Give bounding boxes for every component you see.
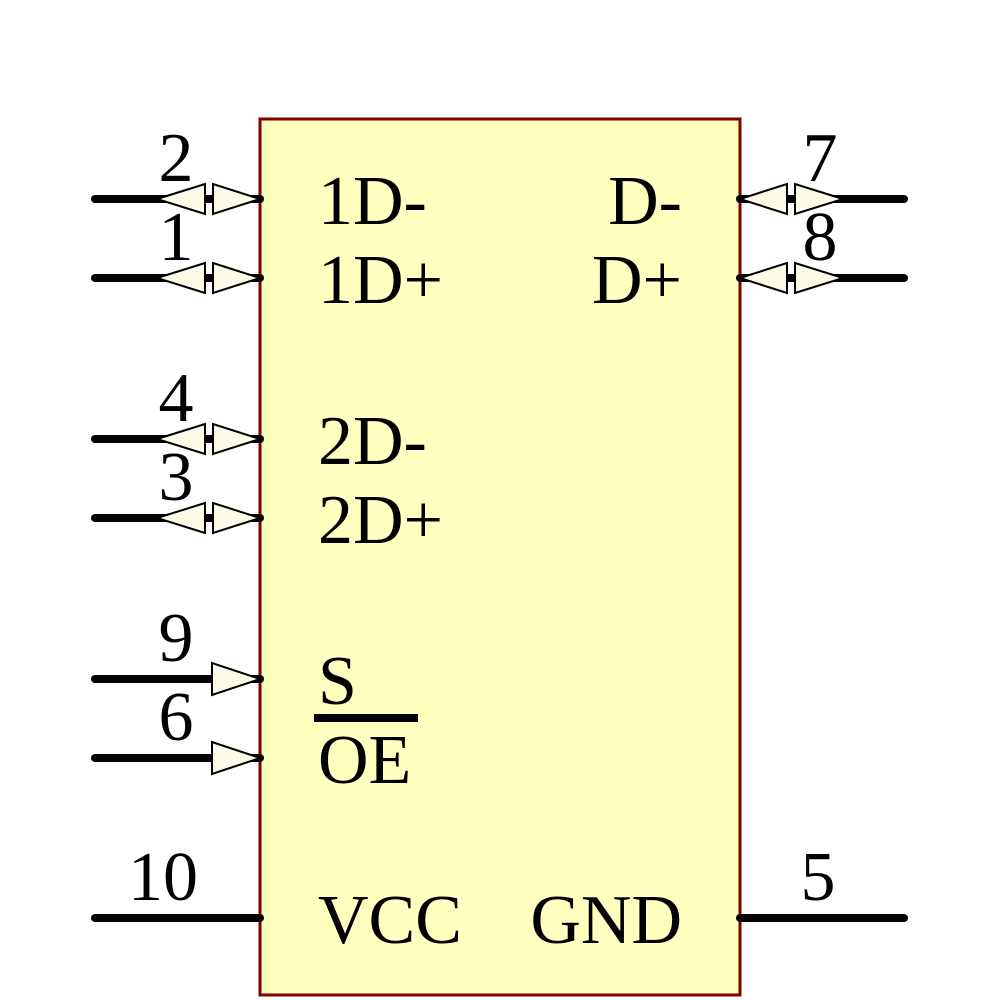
pin-number: 7	[803, 120, 838, 197]
pin-number: 8	[803, 199, 838, 276]
pin-7[interactable]: 7	[736, 120, 908, 216]
pin-6[interactable]: 6	[91, 679, 264, 776]
pin-name-label: 1D+	[318, 242, 443, 319]
pin-10[interactable]: 10	[91, 839, 264, 922]
pin-1[interactable]: 1	[91, 199, 264, 295]
bidirectional-arrow-icon	[153, 501, 206, 535]
component-body[interactable]	[258, 117, 742, 997]
pin-number: 2	[159, 120, 194, 197]
pin-name-label: OE	[318, 722, 411, 799]
bidirectional-arrow-icon	[212, 501, 264, 535]
pin-8[interactable]: 8	[736, 199, 908, 295]
pin-3[interactable]: 3	[91, 439, 264, 535]
pin-4[interactable]: 4	[91, 360, 264, 456]
bidirectional-arrow-icon	[212, 182, 264, 216]
bidirectional-arrow-icon	[153, 261, 206, 295]
bidirectional-arrow-icon	[153, 422, 206, 456]
input-arrow-icon	[211, 661, 264, 697]
pin-name-label: 2D-	[318, 403, 427, 480]
pin-name-label: D-	[608, 163, 682, 240]
bidirectional-arrow-icon	[736, 261, 788, 295]
bidirectional-arrow-icon	[794, 182, 847, 216]
pin-name-label: D+	[592, 242, 682, 319]
pin-number: 4	[159, 360, 194, 437]
pin-name-label: 1D-	[318, 163, 427, 240]
pin-number: 9	[159, 600, 194, 677]
pin-name-label: S	[318, 643, 357, 720]
pin-number: 5	[801, 839, 836, 916]
pin-number: 3	[159, 439, 194, 516]
pin-5[interactable]: 5	[736, 839, 908, 922]
pin-name-label: VCC	[318, 882, 462, 959]
bidirectional-arrow-icon	[153, 182, 206, 216]
bidirectional-arrow-icon	[736, 182, 788, 216]
pin-name-labels: 1D- 1D+ 2D- 2D+ S OE VCC D- D+ GND	[314, 163, 682, 959]
bidirectional-arrow-icon	[212, 261, 264, 295]
bidirectional-arrow-icon	[212, 422, 264, 456]
pin-number: 10	[128, 839, 198, 916]
pin-9[interactable]: 9	[91, 600, 264, 697]
input-arrow-icon	[211, 740, 264, 776]
pin-name-label: GND	[530, 882, 682, 959]
pin-number: 1	[159, 199, 194, 276]
pin-number: 6	[159, 679, 194, 756]
bidirectional-arrow-icon	[794, 261, 847, 295]
pin-name-label: 2D+	[318, 482, 443, 559]
pin-2[interactable]: 2	[91, 120, 264, 216]
